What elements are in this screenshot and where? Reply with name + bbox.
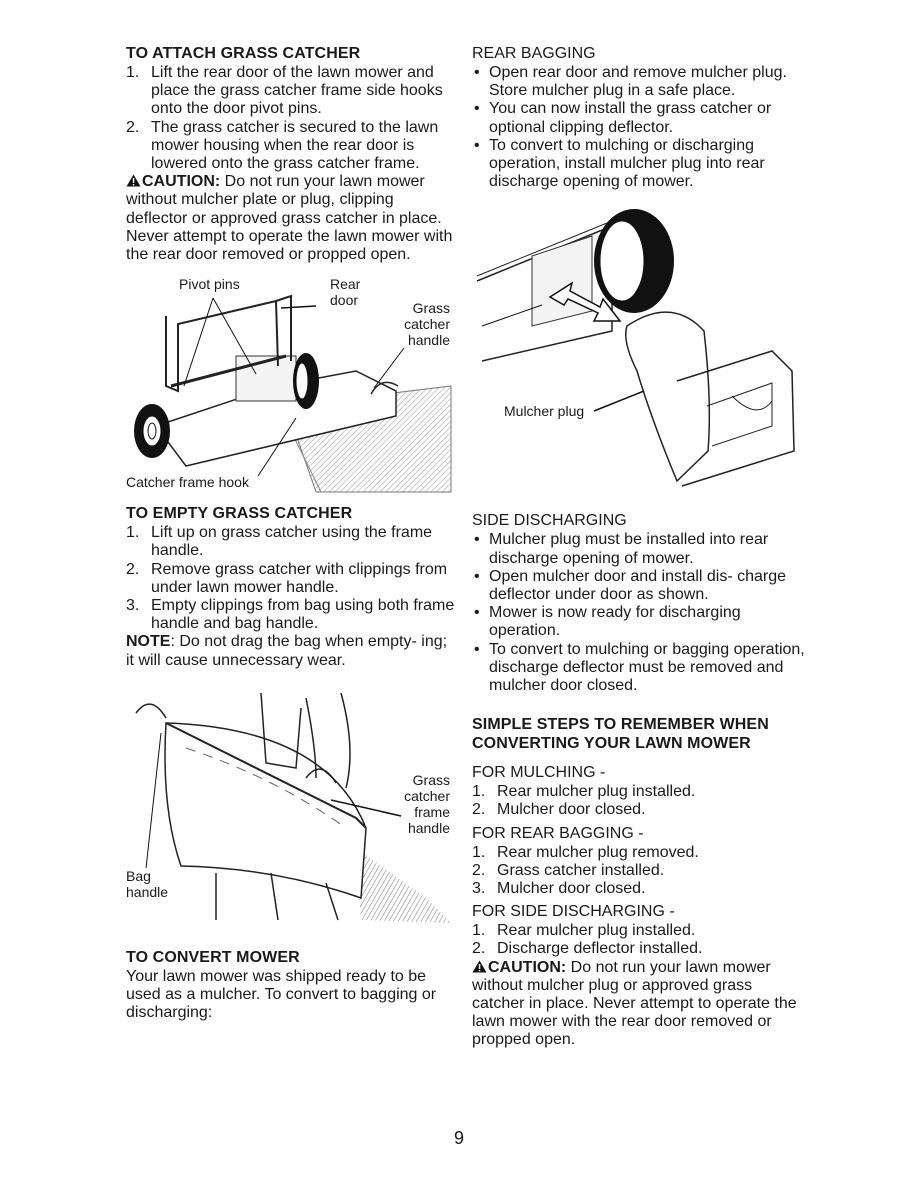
grass-catcher-handle-label: Grass catcher handle [404,300,450,349]
list-item: 1.Rear mulcher plug installed. [472,922,696,940]
empty-catcher-illustration: Grass catcher frame handle Bag handle [126,688,456,928]
list-item: 1.Lift up on grass catcher using the fra… [126,524,433,560]
warning-icon [472,960,487,973]
note-paragraph: NOTE: Do not drag the bag when empty- in… [126,633,456,669]
list-item: Open mulcher door and install dis- charg… [472,568,807,604]
caution-label: CAUTION: [488,958,567,976]
list-item: 2.Discharge deflector installed. [472,940,703,958]
simple-steps-heading: SIMPLE STEPS TO REMEMBER WHEN CONVERTING… [472,716,769,753]
list-item: 1.Lift the rear door of the lawn mower a… [126,64,443,118]
side-discharging-list: Mulcher plug must be installed into rear… [472,531,807,695]
list-item: 3.Empty clippings from bag using both fr… [126,597,455,633]
empty-heading: TO EMPTY GRASS CATCHER [126,505,353,523]
convert-heading: TO CONVERT MOWER [126,948,300,966]
list-item: 3.Mulcher door closed. [472,880,646,898]
warning-icon [126,174,141,187]
convert-paragraph: Your lawn mower was shipped ready to be … [126,967,437,1022]
list-item: To convert to mulching or bagging operat… [472,641,807,696]
list-item: 2.Grass catcher installed. [472,861,665,879]
for-side-discharging-heading: FOR SIDE DISCHARGING - [472,903,675,921]
list-item: To convert to mulching or discharging op… [472,137,807,192]
rear-bagging-list: Open rear door and remove mulcher plug. … [472,64,807,191]
pivot-pins-label: Pivot pins [179,276,240,293]
list-item: 2.The grass catcher is secured to the la… [126,118,439,173]
rear-bagging-heading: REAR BAGGING [472,45,596,62]
attach-steps: 1.Lift the rear door of the lawn mower a… [126,64,456,173]
list-item: Open rear door and remove mulcher plug. … [472,64,807,100]
for-rear-bagging-heading: FOR REAR BAGGING - [472,824,644,842]
list-item: 2.Mulcher door closed. [472,801,646,819]
attach-catcher-illustration: Pivot pins Rear door Grass catcher handl… [126,276,456,498]
caution-paragraph-2: CAUTION: Do not run your lawn mower with… [472,959,807,1050]
list-item: 1.Rear mulcher plug removed. [472,843,699,861]
list-item: 2.Remove grass catcher with clippings fr… [126,560,448,596]
for-mulching-heading: FOR MULCHING - [472,764,606,782]
person-emptying-bag-drawing [135,692,451,923]
note-label: NOTE [126,633,171,651]
left-column: TO ATTACH GRASS CATCHER 1.Lift the rear … [126,44,456,1022]
page-number: 9 [453,1128,464,1148]
side-discharging-steps: 1.Rear mulcher plug installed. 2.Dischar… [472,922,807,958]
empty-steps: 1.Lift up on grass catcher using the fra… [126,524,456,633]
list-item: 1.Rear mulcher plug installed. [472,783,696,801]
side-discharging-heading: SIDE DISCHARGING [472,512,627,530]
caution-text: Do not run your lawn mower without mulch… [472,958,797,1049]
caution-label: CAUTION: [142,173,221,191]
mulcher-plug-illustration: Mulcher plug [472,201,807,501]
catcher-frame-hook-label: Catcher frame hook [126,474,249,491]
attach-heading: TO ATTACH GRASS CATCHER [126,45,361,62]
caution-paragraph: CAUTION: Do not run your lawn mower with… [126,173,456,264]
right-column: REAR BAGGING Open rear door and remove m… [472,44,807,1050]
bag-handle-label: Bag handle [126,867,169,900]
mulcher-plug-label: Mulcher plug [504,403,585,420]
grass-catcher-frame-handle-label: Grass catcher frame handle [404,771,450,836]
list-item: Mulcher plug must be installed into rear… [472,531,807,567]
note-text: : Do not drag the bag when empty- ing; i… [126,633,448,669]
rear-door-label: Rear door [330,276,361,309]
list-item: You can now install the grass catcher or… [472,100,807,136]
list-item: Mower is now ready for discharging opera… [472,604,807,640]
mulching-steps: 1.Rear mulcher plug installed. 2.Mulcher… [472,783,807,819]
mulcher-plug-drawing [476,209,795,488]
caution-text: Do not run your lawn mower without mulch… [126,173,453,264]
mower-rear-door-drawing [134,294,452,493]
rear-bagging-steps: 1.Rear mulcher plug removed. 2.Grass cat… [472,844,807,899]
